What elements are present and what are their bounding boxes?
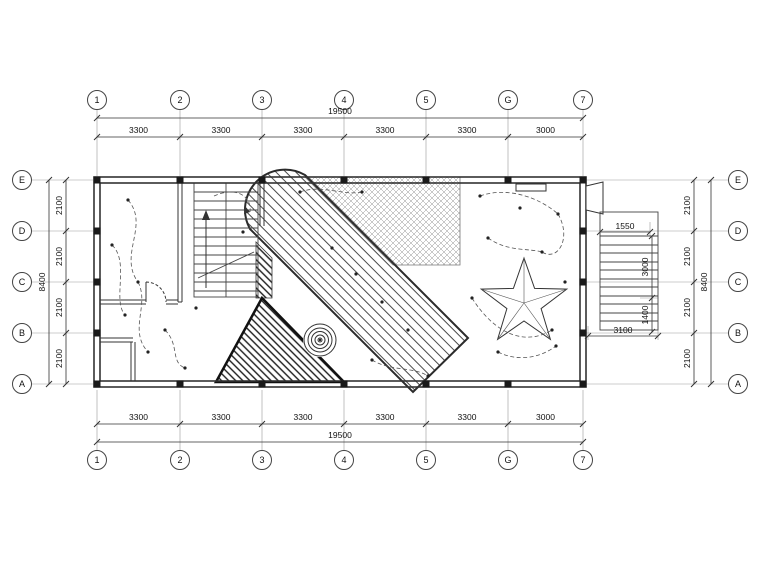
dim-segment: 3300 — [294, 125, 313, 135]
partition-walls — [100, 183, 265, 381]
axis-label-row: B — [735, 328, 741, 338]
dim-total-bottom: 19500 — [328, 430, 352, 440]
axis-labels-left: E D C B A — [19, 175, 26, 389]
dim-total-left: 8400 — [37, 272, 47, 291]
axis-bubbles-left — [12, 170, 32, 394]
axis-label-col: G — [504, 455, 511, 465]
beam-box — [515, 183, 547, 192]
star-decoration — [479, 256, 569, 341]
axis-labels-bottom: 1 2 3 4 5 G 7 — [94, 455, 585, 465]
dim-stair-width: 1550 — [616, 221, 635, 231]
dimension-labels-left: 2100 2100 2100 2100 8400 — [37, 196, 64, 368]
dim-segment: 2100 — [682, 247, 692, 266]
axis-label-row: B — [19, 328, 25, 338]
wiring-dashed-lines — [111, 188, 565, 377]
hatched-wall-strip — [255, 241, 273, 299]
axis-labels-top: 1 2 3 4 5 G 7 — [94, 95, 585, 105]
axis-label-col: 5 — [423, 95, 428, 105]
dim-segment: 3300 — [129, 125, 148, 135]
dim-segment: 3300 — [458, 412, 477, 422]
dimension-labels-stair: 1550 3000 1400 3100 — [614, 221, 650, 335]
arrowhead-icon — [202, 210, 210, 220]
axis-label-col: 2 — [177, 455, 182, 465]
axis-label-col: 7 — [580, 455, 585, 465]
building-outline — [93, 176, 587, 388]
axis-labels-right: E D C B A — [735, 175, 742, 389]
arrowhead-icon — [244, 206, 250, 214]
ceiling-light-dots — [110, 190, 567, 378]
axis-label-col: 7 — [580, 95, 585, 105]
axis-label-col: 3 — [259, 455, 264, 465]
dim-segment: 3300 — [294, 412, 313, 422]
axis-label-row: E — [735, 175, 741, 185]
dim-segment: 3000 — [536, 412, 555, 422]
axis-label-row: A — [735, 379, 741, 389]
axis-label-row: A — [19, 379, 25, 389]
axis-label-row: E — [19, 175, 25, 185]
dim-stair-total: 3100 — [614, 325, 633, 335]
dim-segment: 2100 — [682, 349, 692, 368]
dim-segment: 2100 — [54, 349, 64, 368]
dim-segment: 3300 — [129, 412, 148, 422]
axis-label-col: 4 — [341, 95, 346, 105]
dim-segment: 2100 — [682, 196, 692, 215]
axis-label-row: C — [19, 277, 26, 287]
axis-label-row: D — [19, 226, 26, 236]
dimension-labels-top: 19500 3300 3300 3300 3300 3300 3000 — [129, 106, 555, 135]
axis-label-col: 5 — [423, 455, 428, 465]
axis-label-row: C — [735, 277, 742, 287]
dim-segment: 3300 — [212, 412, 231, 422]
axis-label-col: 1 — [94, 455, 99, 465]
axis-bubbles-bottom — [87, 450, 593, 470]
axis-label-col: 2 — [177, 95, 182, 105]
door-leaf — [585, 181, 604, 215]
dim-total-top: 19500 — [328, 106, 352, 116]
dim-total-right: 8400 — [699, 272, 709, 291]
interior-staircase — [193, 182, 259, 298]
dim-stair-rise: 3000 — [640, 257, 650, 276]
dim-segment: 3300 — [376, 412, 395, 422]
dim-stair-landing: 1400 — [640, 305, 650, 324]
exterior-staircase — [585, 181, 659, 331]
dim-segment: 3300 — [458, 125, 477, 135]
axis-label-col: 3 — [259, 95, 264, 105]
dimension-labels-right: 2100 2100 2100 2100 8400 — [682, 196, 709, 368]
axis-label-col: 1 — [94, 95, 99, 105]
axis-bubbles-top — [87, 90, 593, 110]
dim-segment: 3300 — [376, 125, 395, 135]
axis-label-row: D — [735, 226, 742, 236]
axis-label-col: 4 — [341, 455, 346, 465]
dim-segment: 3000 — [536, 125, 555, 135]
dim-segment: 2100 — [54, 298, 64, 317]
dim-segment: 2100 — [54, 247, 64, 266]
dim-segment: 2100 — [54, 196, 64, 215]
dimension-labels-bottom: 3300 3300 3300 3300 3300 3000 19500 — [129, 412, 555, 440]
axis-label-col: G — [504, 95, 511, 105]
dim-segment: 3300 — [212, 125, 231, 135]
axis-bubbles-right — [728, 170, 748, 394]
door-swing — [145, 281, 167, 303]
spiral-rosette — [303, 323, 337, 357]
dim-segment: 2100 — [682, 298, 692, 317]
